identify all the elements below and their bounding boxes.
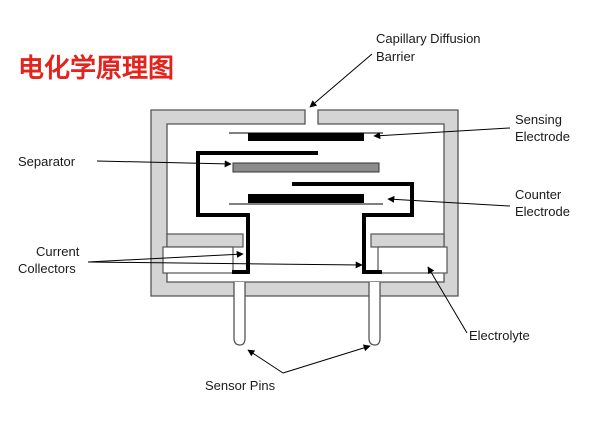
capillary-label-line2: Barrier (376, 49, 416, 64)
sensor-pins-label: Sensor Pins (205, 378, 276, 393)
right-current-collector-wire (292, 182, 414, 274)
electrolyte-label: Electrolyte (469, 328, 530, 343)
counter-label-line1: Counter (515, 187, 562, 202)
counter-arrow (387, 195, 511, 207)
current-arrow-right (87, 261, 363, 269)
pins-arrow-left (247, 349, 284, 374)
right-lower-compartment (377, 246, 448, 274)
left-current-collector-wire (196, 151, 318, 274)
sensing-label-line2: Electrode (515, 129, 570, 144)
separator-label: Separator (18, 154, 76, 169)
right-collector-plate (370, 233, 445, 248)
counter-label-line2: Electrode (515, 204, 570, 219)
capillary-arrow (309, 53, 373, 108)
right-sensor-pin (368, 282, 381, 346)
counter-electrode (248, 194, 364, 203)
pins-arrow-right (282, 344, 371, 374)
current-label-line1: Current (36, 244, 80, 259)
diagram-title: 电化学原理图 (18, 53, 174, 84)
left-collector-plate (166, 233, 244, 248)
electrolyte-arrow (427, 266, 468, 334)
left-sensor-pin (233, 282, 246, 346)
sensor-housing (150, 109, 459, 297)
current-label-line2: Collectors (18, 261, 76, 276)
sensing-arrow (373, 127, 511, 140)
separator (232, 162, 380, 173)
sensing-label-line1: Sensing (515, 112, 562, 127)
capillary-label-line1: Capillary Diffusion (376, 31, 481, 46)
left-lower-compartment (162, 246, 234, 274)
sensing-electrode (248, 133, 364, 141)
current-arrow-left (87, 250, 244, 263)
separator-arrow (96, 160, 232, 168)
